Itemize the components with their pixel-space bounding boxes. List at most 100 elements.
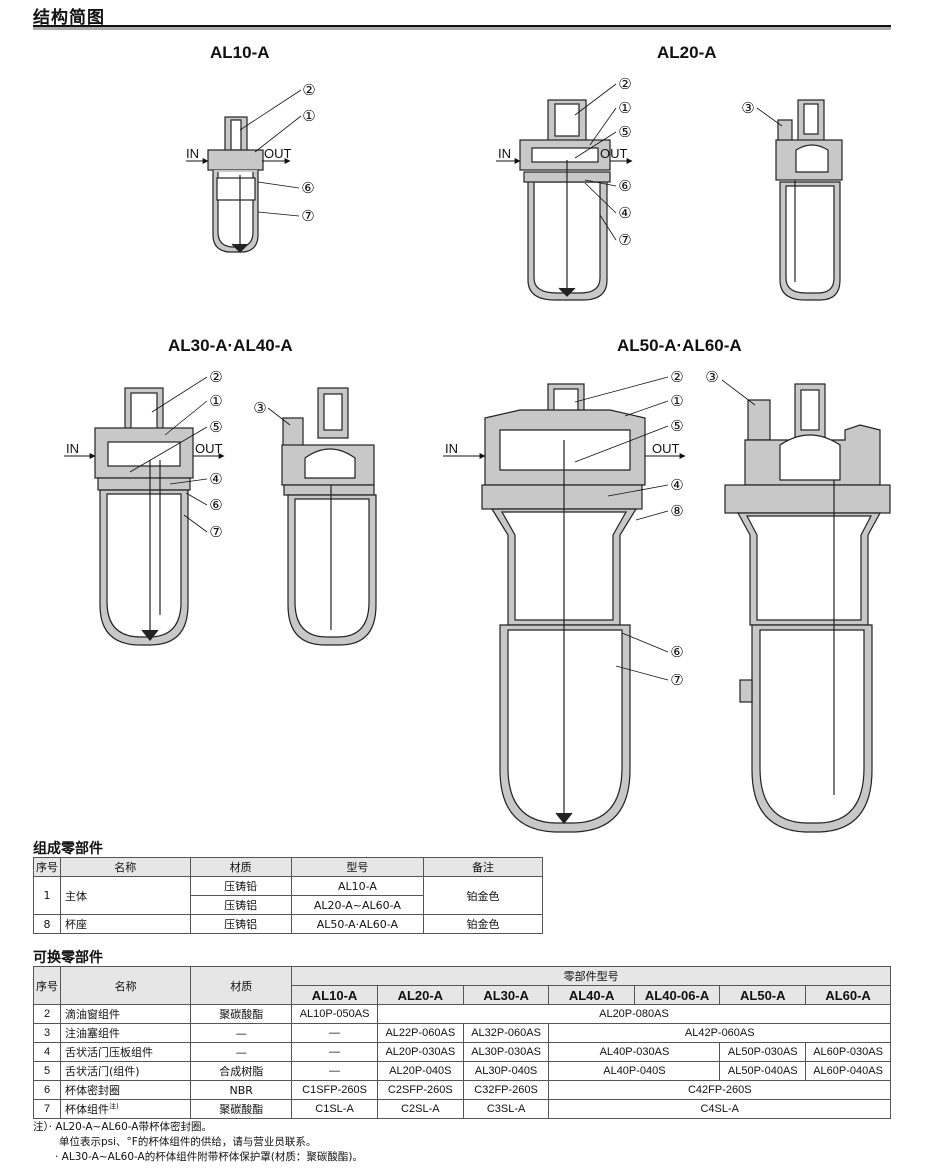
- cell-name: 杯体组件注): [59, 1099, 192, 1119]
- replace-header-row: 序号 名称 材质 零部件型号: [33, 966, 891, 1005]
- table-row: 5 舌状活门(组件) 合成树脂 — AL20P-040S AL30P-040S …: [33, 1061, 891, 1081]
- cell-no: 6: [33, 1080, 61, 1100]
- callout-3: ③: [741, 99, 754, 117]
- table-row: 1 主体 压铸铅 AL10-A 铂金色: [33, 876, 543, 915]
- cell-material: 压铸铝: [189, 895, 292, 915]
- components-table: 序号 名称 材质 型号 备注 1 主体 压铸铅 AL10-A 铂金色 压铸铝 A…: [33, 857, 543, 934]
- col-model: 型号: [290, 857, 425, 877]
- callout-3: ③: [705, 368, 718, 386]
- callout-6: ⑥: [209, 496, 222, 514]
- cell-model: AL50-A·AL60-A: [290, 914, 425, 934]
- replace-title: 可换零部件: [33, 950, 103, 966]
- diagram-al50-side: [724, 383, 891, 833]
- table-row: 4 舌状活门压板组件 — — AL20P-030AS AL30P-030AS A…: [33, 1042, 891, 1062]
- callout-1: ①: [209, 392, 222, 410]
- callout-5: ⑤: [209, 418, 222, 436]
- table-row: 8 杯座 压铸铝 AL50-A·AL60-A 铂金色: [33, 914, 543, 934]
- callout-2: ②: [670, 368, 683, 386]
- cell-material: 合成树脂: [190, 1061, 293, 1081]
- cell-no: 5: [33, 1061, 61, 1081]
- footnote-line: 注）· AL20-A~AL60-A带杯体密封圈。: [33, 1121, 212, 1133]
- replacement-parts-table: 序号 名称 材质 零部件型号 AL10-A AL20-A AL30-A AL40…: [33, 966, 892, 1119]
- callout-7: ⑦: [618, 231, 631, 249]
- cell-part: C1SL-A: [291, 1099, 378, 1119]
- callout-1: ①: [302, 107, 315, 125]
- model-title-al10: AL10-A: [210, 43, 270, 62]
- cell-name-text: 杯体组件: [65, 1103, 109, 1116]
- structure-diagrams: IN OUT IN OUT IN OUT IN OUT ② ① ⑥ ⑦ ② ① …: [64, 75, 891, 833]
- cell-material: 压铸铅: [189, 876, 292, 896]
- cell-no: 8: [33, 914, 61, 934]
- callout-7: ⑦: [209, 523, 222, 541]
- cell-part: —: [291, 1042, 378, 1062]
- callout-3: ③: [253, 399, 266, 417]
- cell-name: 注油塞组件: [59, 1023, 192, 1043]
- cell-part: C2SFP-260S: [376, 1080, 464, 1100]
- cell-no: 4: [33, 1042, 61, 1062]
- table-row: 6 杯体密封圈 NBR C1SFP-260S C2SFP-260S C32FP-…: [33, 1080, 891, 1100]
- cell-part: AL10P-050AS: [291, 1004, 378, 1024]
- cell-part: AL30P-030AS: [462, 1042, 550, 1062]
- out-label-al50: OUT: [652, 441, 680, 456]
- col-note: 备注: [423, 857, 543, 877]
- cell-part: AL42P-060AS: [548, 1023, 891, 1043]
- callout-6: ⑥: [670, 643, 683, 661]
- out-label-al30: OUT: [195, 441, 223, 456]
- diagram-al20-side: [775, 99, 843, 301]
- components-header-row: 序号 名称 材质 型号 备注: [33, 857, 543, 877]
- callout-6: ⑥: [618, 177, 631, 195]
- col-no: 序号: [33, 857, 61, 877]
- col-no: 序号: [33, 966, 61, 1005]
- callout-1: ①: [618, 99, 631, 117]
- callout-6: ⑥: [301, 179, 314, 197]
- cell-material: —: [190, 1042, 293, 1062]
- cell-material: NBR: [190, 1080, 293, 1100]
- cell-part: AL60P-040AS: [805, 1061, 891, 1081]
- cell-name: 滴油窗组件: [59, 1004, 192, 1024]
- cell-name: 舌状活门(组件): [59, 1061, 192, 1081]
- cell-part: C2SL-A: [376, 1099, 464, 1119]
- col-model: AL40-A: [548, 985, 635, 1005]
- cell-material: 聚碳酸酯: [190, 1099, 293, 1119]
- cell-part: AL50P-030AS: [719, 1042, 807, 1062]
- cell-part: AL22P-060AS: [376, 1023, 464, 1043]
- cell-name: 舌状活门压板组件: [59, 1042, 192, 1062]
- cell-part: AL40P-030AS: [548, 1042, 721, 1062]
- cell-part: AL20P-030AS: [376, 1042, 464, 1062]
- cell-part: C3SL-A: [462, 1099, 550, 1119]
- col-model: AL30-A: [462, 985, 550, 1005]
- cell-material: 聚碳酸酯: [190, 1004, 293, 1024]
- cell-model: AL20-A~AL60-A: [290, 895, 425, 915]
- cell-part: C1SFP-260S: [291, 1080, 378, 1100]
- cell-no: 3: [33, 1023, 61, 1043]
- diagram-al20-front: [519, 99, 611, 301]
- table-row: 3 注油塞组件 — — AL22P-060AS AL32P-060AS AL42…: [33, 1023, 891, 1043]
- in-label-al20: IN: [498, 146, 511, 161]
- diagram-al30-front: [94, 387, 194, 646]
- callout-2: ②: [618, 75, 631, 93]
- diagram-al50-front: [481, 383, 646, 833]
- col-material: 材质: [189, 857, 292, 877]
- model-title-al50-al60: AL50-A·AL60-A: [617, 336, 742, 355]
- page-heading: 结构简图: [33, 8, 105, 28]
- cell-part: AL30P-040S: [462, 1061, 550, 1081]
- out-label-al10: OUT: [264, 146, 292, 161]
- col-model: AL20-A: [376, 985, 464, 1005]
- footnote-line: · AL30-A~AL60-A的杯体组件附带杯体保护罩(材质：聚碳酸酯)。: [55, 1151, 363, 1163]
- callout-4: ④: [209, 470, 222, 488]
- cell-note: 铂金色: [423, 876, 543, 915]
- cell-model: AL10-A: [290, 876, 425, 896]
- footnote-mark: 注): [109, 1102, 119, 1111]
- callout-7: ⑦: [670, 671, 683, 689]
- col-model: AL40-06-A: [633, 985, 721, 1005]
- table-row: 2 滴油窗组件 聚碳酸酯 AL10P-050AS AL20P-080AS: [33, 1004, 892, 1024]
- callout-8: ⑧: [670, 502, 683, 520]
- cell-material: —: [190, 1023, 293, 1043]
- cell-part: AL20P-040S: [376, 1061, 464, 1081]
- cell-part: AL60P-030AS: [805, 1042, 891, 1062]
- cell-part: AL20P-080AS: [376, 1004, 892, 1024]
- cell-note: 铂金色: [423, 914, 543, 934]
- col-material: 材质: [190, 966, 293, 1005]
- callout-7: ⑦: [301, 207, 314, 225]
- out-label-al20: OUT: [600, 146, 628, 161]
